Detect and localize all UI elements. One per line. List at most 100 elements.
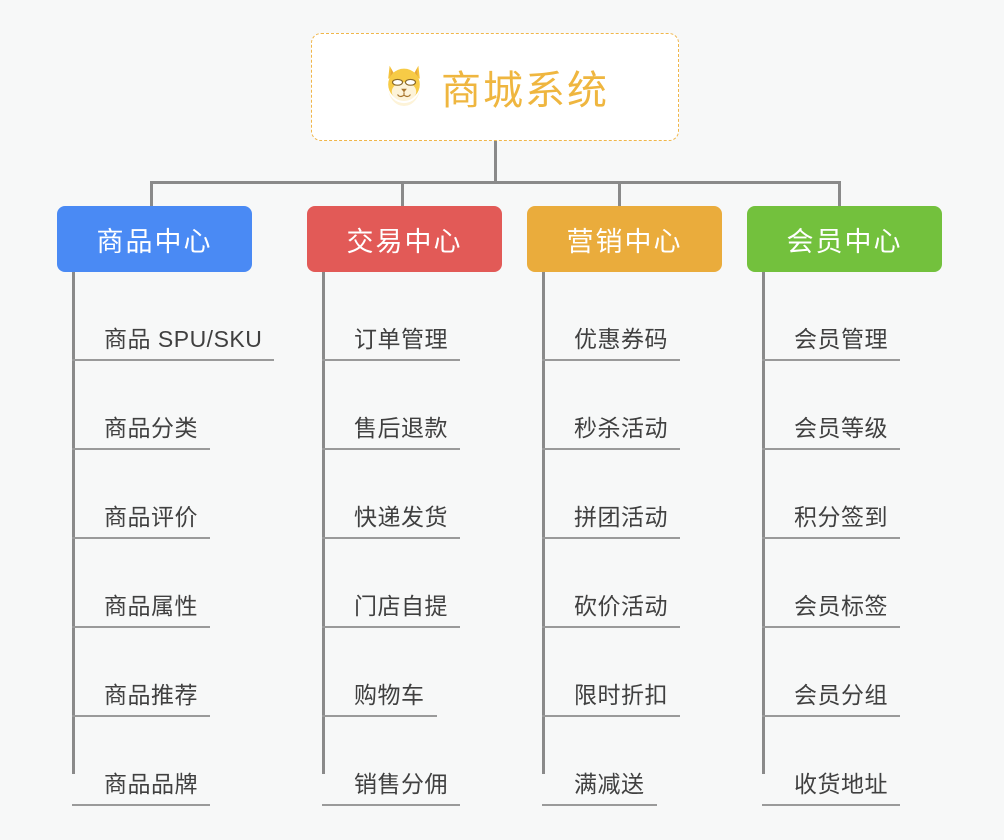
list-item[interactable]: 销售分佣 <box>322 717 552 806</box>
list-item[interactable]: 会员等级 <box>762 361 992 450</box>
connector-drop-4 <box>838 181 841 207</box>
list-item-label: 会员等级 <box>794 415 888 441</box>
leaf-underline: 商品品牌 <box>72 765 210 806</box>
list-item-label: 满减送 <box>574 771 645 797</box>
list-item-label: 商品推荐 <box>104 682 198 708</box>
connector-root-stem <box>494 141 497 183</box>
leaf-underline: 门店自提 <box>322 587 460 628</box>
list-item-label: 优惠券码 <box>574 326 668 352</box>
list-item-label: 会员管理 <box>794 326 888 352</box>
branch-header-trade-center[interactable]: 交易中心 <box>307 206 502 272</box>
branch-item-list: 商品 SPU/SKU 商品分类 商品评价 商品属性 商品推荐 <box>72 272 302 806</box>
list-item-label: 售后退款 <box>354 415 448 441</box>
connector-drop-2 <box>401 181 404 207</box>
list-item[interactable]: 会员分组 <box>762 628 992 717</box>
list-item-label: 拼团活动 <box>574 504 668 530</box>
list-item[interactable]: 砍价活动 <box>542 539 772 628</box>
leaf-underline: 会员分组 <box>762 676 900 717</box>
list-item[interactable]: 商品评价 <box>72 450 302 539</box>
leaf-underline: 商品评价 <box>72 498 210 539</box>
list-item[interactable]: 积分签到 <box>762 450 992 539</box>
branch-item-list: 会员管理 会员等级 积分签到 会员标签 会员分组 <box>762 272 992 806</box>
branch-spine <box>72 272 75 774</box>
list-item[interactable]: 订单管理 <box>322 272 552 361</box>
list-item-label: 商品品牌 <box>104 771 198 797</box>
branch-spine <box>322 272 325 774</box>
list-item[interactable]: 商品属性 <box>72 539 302 628</box>
leaf-underline: 销售分佣 <box>322 765 460 806</box>
leaf-underline: 砍价活动 <box>542 587 680 628</box>
list-item[interactable]: 优惠券码 <box>542 272 772 361</box>
leaf-underline: 收货地址 <box>762 765 900 806</box>
branch-header-label: 会员中心 <box>786 226 903 257</box>
leaf-underline: 商品分类 <box>72 409 210 450</box>
leaf-underline: 会员管理 <box>762 320 900 361</box>
leaf-underline: 限时折扣 <box>542 676 680 717</box>
leaf-underline: 快递发货 <box>322 498 460 539</box>
list-item-label: 商品属性 <box>104 593 198 619</box>
list-item-label: 商品分类 <box>104 415 198 441</box>
list-item[interactable]: 满减送 <box>542 717 772 806</box>
list-item-label: 砍价活动 <box>574 593 668 619</box>
list-item-label: 门店自提 <box>354 593 448 619</box>
branch-trade-center: 交易中心 订单管理 售后退款 快递发货 门店自提 <box>307 206 502 806</box>
list-item-label: 秒杀活动 <box>574 415 668 441</box>
connector-drop-3 <box>618 181 621 207</box>
leaf-underline: 秒杀活动 <box>542 409 680 450</box>
connector-drop-1 <box>150 181 153 207</box>
list-item[interactable]: 购物车 <box>322 628 552 717</box>
branch-header-marketing-center[interactable]: 营销中心 <box>527 206 722 272</box>
branch-item-list: 优惠券码 秒杀活动 拼团活动 砍价活动 限时折扣 <box>542 272 772 806</box>
list-item-label: 快递发货 <box>354 504 448 530</box>
list-item-label: 销售分佣 <box>354 771 448 797</box>
connector-horizontal-bus <box>150 181 840 184</box>
leaf-underline: 商品 SPU/SKU <box>72 320 275 361</box>
leaf-underline: 优惠券码 <box>542 320 680 361</box>
root-title: 商城系统 <box>441 69 609 113</box>
leaf-underline: 订单管理 <box>322 320 460 361</box>
shiba-dog-icon <box>381 60 427 114</box>
branch-marketing-center: 营销中心 优惠券码 秒杀活动 拼团活动 砍价活动 <box>527 206 722 806</box>
branch-product-center: 商品中心 商品 SPU/SKU 商品分类 商品评价 商品属性 <box>57 206 275 806</box>
list-item-label: 商品 SPU/SKU <box>104 326 263 352</box>
list-item[interactable]: 拼团活动 <box>542 450 772 539</box>
list-item-label: 购物车 <box>354 682 425 708</box>
list-item[interactable]: 会员标签 <box>762 539 992 628</box>
list-item[interactable]: 商品品牌 <box>72 717 302 806</box>
list-item[interactable]: 门店自提 <box>322 539 552 628</box>
root-node[interactable]: 商城系统 <box>311 33 679 141</box>
list-item[interactable]: 会员管理 <box>762 272 992 361</box>
list-item-label: 收货地址 <box>794 771 888 797</box>
branch-header-label: 商品中心 <box>96 226 213 257</box>
list-item-label: 积分签到 <box>794 504 888 530</box>
leaf-underline: 积分签到 <box>762 498 900 539</box>
list-item-label: 商品评价 <box>104 504 198 530</box>
list-item[interactable]: 售后退款 <box>322 361 552 450</box>
leaf-underline: 商品属性 <box>72 587 210 628</box>
branch-member-center: 会员中心 会员管理 会员等级 积分签到 会员标签 <box>747 206 942 806</box>
branch-spine <box>762 272 765 774</box>
list-item[interactable]: 商品推荐 <box>72 628 302 717</box>
list-item[interactable]: 限时折扣 <box>542 628 772 717</box>
list-item-label: 订单管理 <box>354 326 448 352</box>
branch-header-member-center[interactable]: 会员中心 <box>747 206 942 272</box>
leaf-underline: 商品推荐 <box>72 676 210 717</box>
list-item[interactable]: 秒杀活动 <box>542 361 772 450</box>
branch-header-label: 交易中心 <box>346 226 463 257</box>
list-item[interactable]: 商品分类 <box>72 361 302 450</box>
branch-header-product-center[interactable]: 商品中心 <box>57 206 252 272</box>
list-item-label: 会员标签 <box>794 593 888 619</box>
leaf-underline: 售后退款 <box>322 409 460 450</box>
list-item[interactable]: 收货地址 <box>762 717 992 806</box>
leaf-underline: 会员标签 <box>762 587 900 628</box>
leaf-underline: 会员等级 <box>762 409 900 450</box>
branch-header-label: 营销中心 <box>566 226 683 257</box>
leaf-underline: 购物车 <box>322 676 437 717</box>
list-item[interactable]: 商品 SPU/SKU <box>72 272 302 361</box>
branch-item-list: 订单管理 售后退款 快递发货 门店自提 购物车 <box>322 272 552 806</box>
list-item-label: 会员分组 <box>794 682 888 708</box>
leaf-underline: 满减送 <box>542 765 657 806</box>
list-item[interactable]: 快递发货 <box>322 450 552 539</box>
leaf-underline: 拼团活动 <box>542 498 680 539</box>
